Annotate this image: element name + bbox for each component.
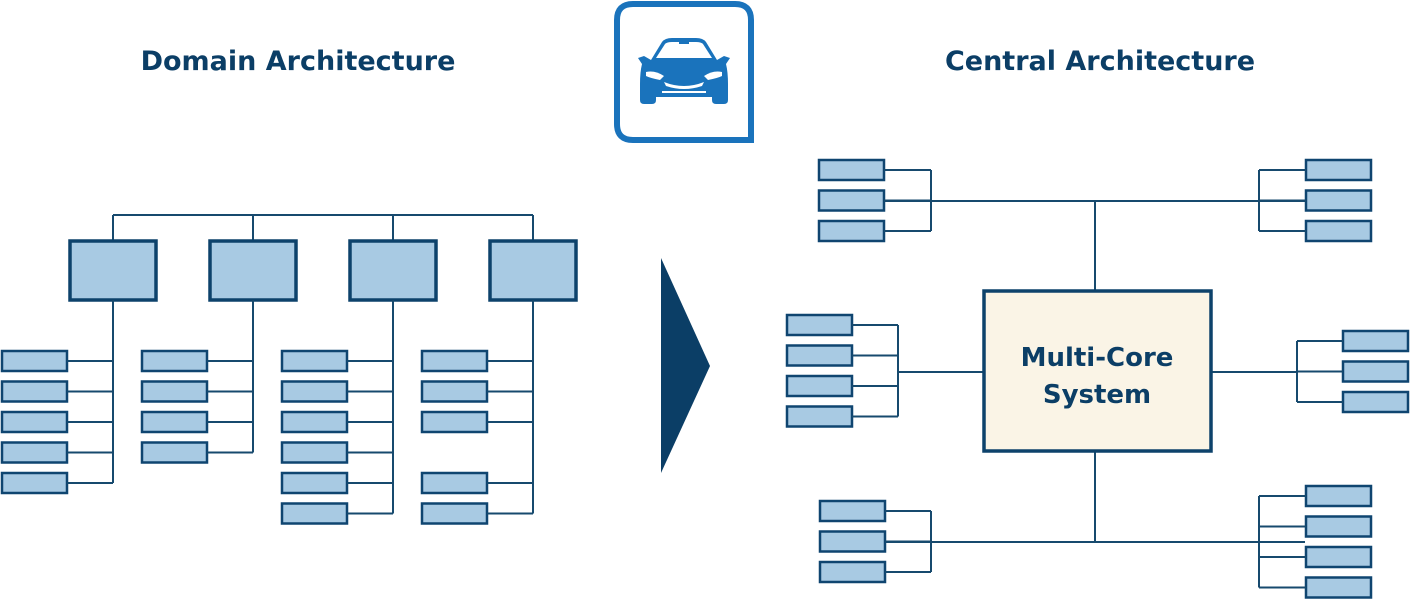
ecu-box xyxy=(1304,515,1373,538)
arrow-right-icon xyxy=(661,258,710,473)
domain-architecture xyxy=(0,214,578,525)
ecu-box xyxy=(420,502,489,525)
ecu-box xyxy=(280,471,349,495)
ecu-box xyxy=(140,349,209,373)
ecu-box xyxy=(140,380,209,403)
ecu-box xyxy=(0,410,69,434)
ecu-box xyxy=(420,471,489,495)
ecu-box xyxy=(1304,576,1373,599)
ecu-box xyxy=(1341,360,1410,383)
central-architecture-title: Central Architecture xyxy=(945,46,1255,77)
ecu-box xyxy=(280,441,349,464)
ecu-cluster-bottom-left xyxy=(818,499,932,584)
core-label-line2: System xyxy=(1043,380,1151,410)
ecu-box xyxy=(0,380,69,403)
ecu-cluster-top-right xyxy=(1258,158,1373,243)
domain-group-1 xyxy=(0,215,158,495)
ecu-box xyxy=(0,471,69,495)
ecu-cluster-top-left xyxy=(817,158,932,243)
ecu-box xyxy=(785,344,854,367)
ecu-box xyxy=(0,349,69,373)
ecu-box xyxy=(420,410,489,434)
domain-controller-box xyxy=(68,239,158,302)
ecu-box xyxy=(785,405,854,428)
domain-architecture-title: Domain Architecture xyxy=(141,46,456,77)
ecu-box xyxy=(1304,545,1373,569)
ecu-box xyxy=(817,189,886,212)
ecu-cluster-mid-right xyxy=(1211,329,1410,414)
domain-controller-box xyxy=(348,239,438,302)
ecu-cluster-bottom-right xyxy=(1258,484,1373,599)
ecu-box xyxy=(280,410,349,434)
ecu-box xyxy=(785,313,854,337)
domain-controller-box xyxy=(488,239,578,302)
ecu-box xyxy=(280,349,349,373)
ecu-box xyxy=(1341,329,1410,353)
car-icon xyxy=(614,1,754,143)
ecu-box xyxy=(817,158,886,182)
domain-group-4 xyxy=(420,215,578,525)
ecu-box xyxy=(1341,390,1410,414)
ecu-box xyxy=(1304,219,1373,243)
ecu-box xyxy=(420,380,489,403)
ecu-box xyxy=(0,441,69,464)
domain-controller-box xyxy=(208,239,298,302)
multi-core-system-box xyxy=(982,289,1213,453)
ecu-box xyxy=(785,374,854,398)
ecu-box xyxy=(1304,484,1373,508)
ecu-box xyxy=(817,219,886,243)
ecu-cluster-mid-left xyxy=(785,313,984,428)
domain-group-3 xyxy=(280,215,438,525)
ecu-box xyxy=(280,502,349,525)
ecu-box xyxy=(140,410,209,434)
ecu-box xyxy=(818,499,887,523)
ecu-box xyxy=(1304,158,1373,182)
ecu-box xyxy=(280,380,349,403)
core-label-line1: Multi-Core xyxy=(1021,343,1174,373)
domain-group-2 xyxy=(140,215,298,464)
ecu-box xyxy=(140,441,209,464)
ecu-box xyxy=(818,530,887,553)
ecu-box xyxy=(1304,189,1373,212)
ecu-box xyxy=(818,560,887,584)
ecu-box xyxy=(420,349,489,373)
